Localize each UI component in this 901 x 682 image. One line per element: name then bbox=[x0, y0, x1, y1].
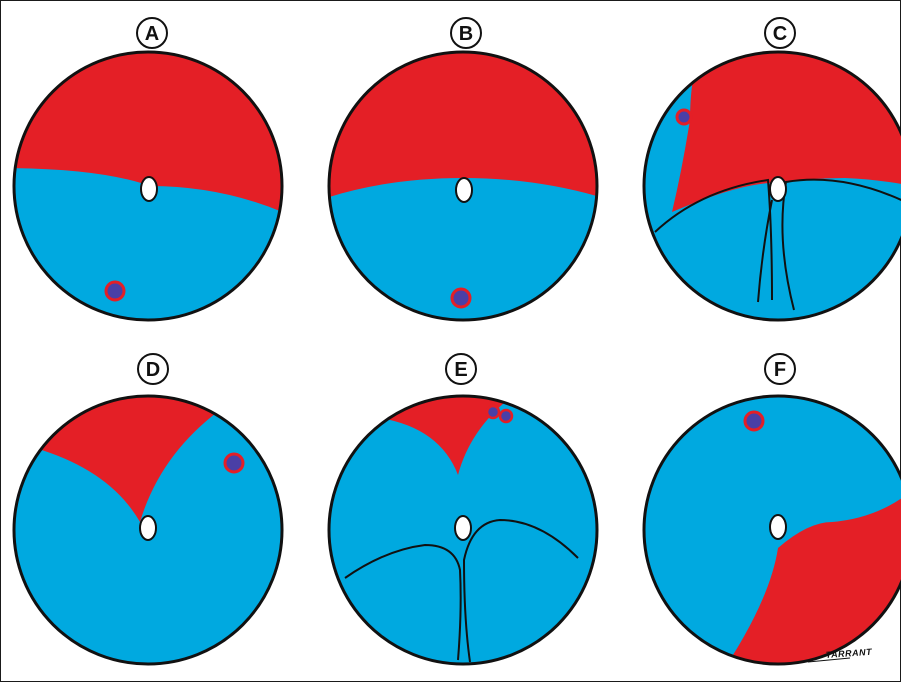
retinal-tear bbox=[487, 406, 499, 418]
retinal-tear bbox=[106, 282, 124, 300]
optic-disc bbox=[141, 177, 157, 201]
panel-b: B bbox=[320, 0, 610, 328]
panel-a-label: A bbox=[137, 18, 167, 48]
panel-d-letter: D bbox=[146, 359, 160, 381]
panel-f: F bbox=[640, 354, 901, 682]
optic-disc bbox=[455, 516, 471, 540]
panel-d: D bbox=[10, 354, 290, 672]
panel-e: E bbox=[325, 354, 605, 672]
panel-a: A bbox=[0, 0, 300, 328]
panel-e-letter: E bbox=[454, 359, 467, 381]
retinal-tear bbox=[677, 110, 691, 124]
panel-c: C bbox=[640, 0, 901, 328]
panel-a-letter: A bbox=[145, 23, 159, 45]
optic-disc bbox=[770, 515, 786, 539]
panel-b-label: B bbox=[451, 18, 481, 48]
panel-e-label: E bbox=[446, 354, 476, 384]
retinal-tear bbox=[452, 289, 470, 307]
optic-disc bbox=[770, 177, 786, 201]
optic-disc bbox=[456, 178, 472, 202]
panel-c-letter: C bbox=[773, 23, 787, 45]
panel-d-label: D bbox=[138, 354, 168, 384]
panel-f-letter: F bbox=[774, 359, 786, 381]
panel-c-label: C bbox=[765, 18, 795, 48]
retinal-tear bbox=[745, 412, 763, 430]
optic-disc bbox=[140, 516, 156, 540]
retinal-tear bbox=[500, 410, 512, 422]
panel-b-letter: B bbox=[459, 23, 473, 45]
retinal-tear bbox=[225, 454, 243, 472]
panel-f-label: F bbox=[765, 354, 795, 384]
